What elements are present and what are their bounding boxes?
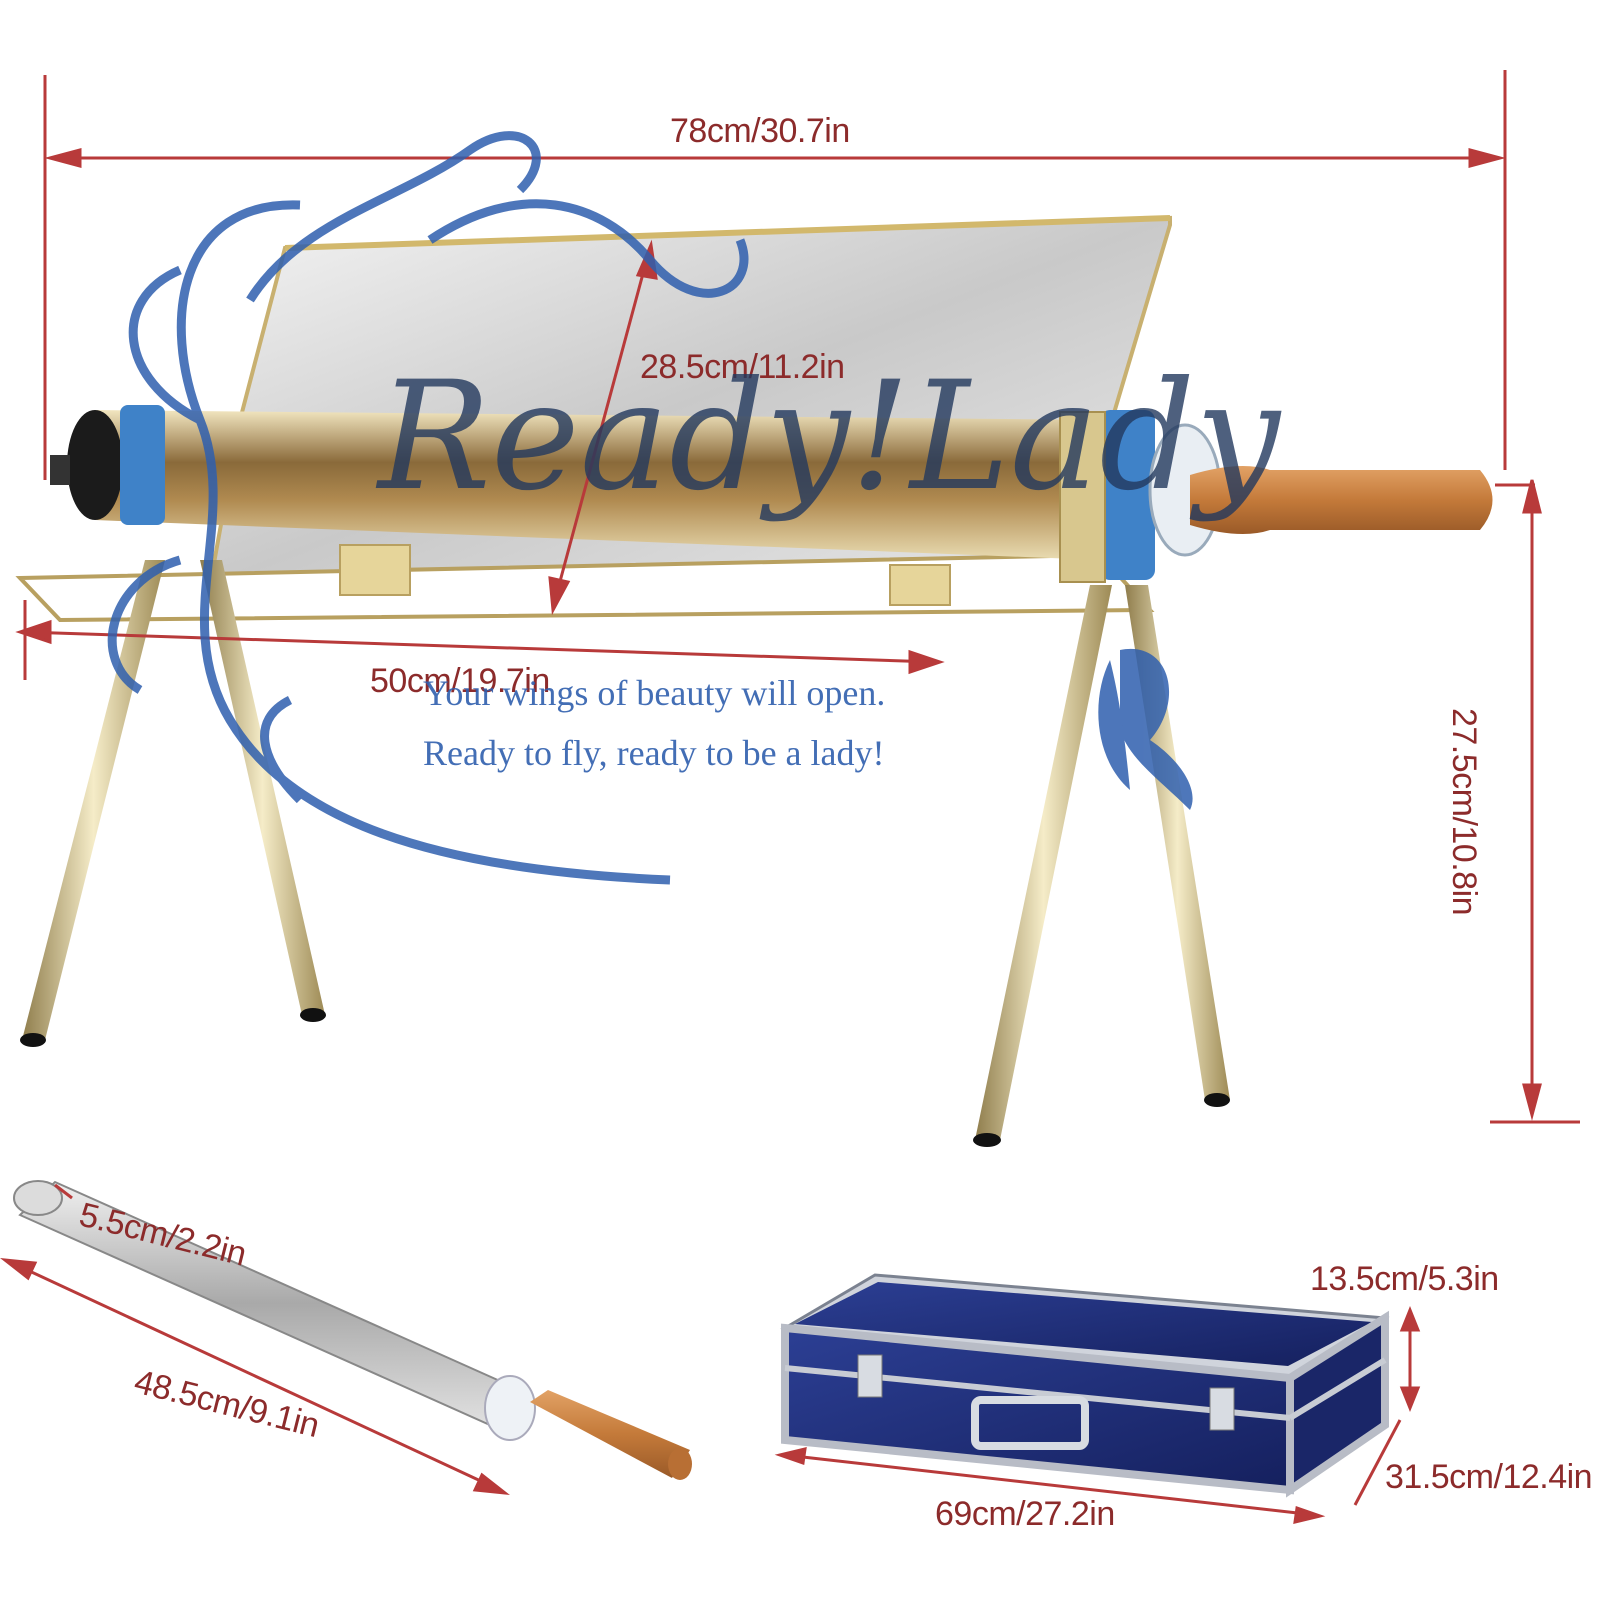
butterfly-icon (1098, 648, 1193, 810)
tube-accessory (13, 1180, 692, 1480)
watermark-logo: Ready!Lady (378, 350, 1280, 524)
watermark-swirls (107, 131, 749, 885)
dimension-lines (15, 70, 1580, 1124)
case-length-label: 69cm/27.2in (935, 1495, 1115, 1533)
reflector-depth-label: 28.5cm/11.2in (640, 348, 845, 386)
watermark-line-1: Your wings of beauty will open. (423, 673, 886, 713)
watermark-line-2: Ready to fly, ready to be a lady! (423, 733, 885, 773)
carrying-case (780, 1273, 1390, 1498)
case-height-label: 13.5cm/5.3in (1310, 1260, 1499, 1298)
stand-height-label: 27.5cm/10.8in (1445, 707, 1484, 916)
case-dimension-lines (774, 1305, 1421, 1524)
total-length-label: 78cm/30.7in (670, 112, 850, 150)
tube-dimension-lines (0, 1183, 510, 1496)
base-length-label: 50cm/19.7in (370, 662, 550, 700)
wooden-handle (1190, 466, 1493, 534)
vacuum-tube (50, 405, 1222, 583)
case-depth-label: 31.5cm/12.4in (1385, 1458, 1593, 1496)
